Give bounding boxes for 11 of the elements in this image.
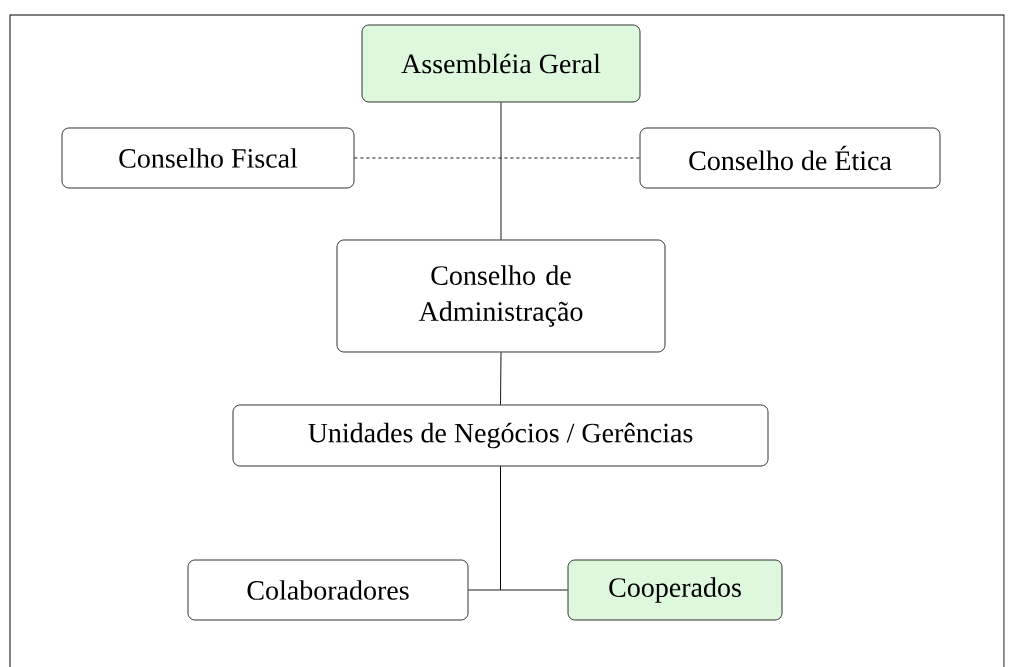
org-box: Colaboradores bbox=[187, 559, 469, 621]
connector-line bbox=[500, 465, 569, 591]
org-box: Assembléia Geral bbox=[361, 24, 641, 103]
connector-line bbox=[500, 351, 502, 406]
org-box: Unidades de Negócios / Gerências bbox=[232, 404, 769, 467]
connector-line bbox=[353, 157, 641, 159]
org-box: Cooperados bbox=[567, 559, 783, 621]
org-box: Conselho Fiscal bbox=[61, 127, 355, 189]
org-box: Conselho de Ética bbox=[639, 127, 941, 189]
org-box: Conselho de Administração bbox=[336, 239, 666, 353]
connector-line bbox=[500, 101, 502, 241]
